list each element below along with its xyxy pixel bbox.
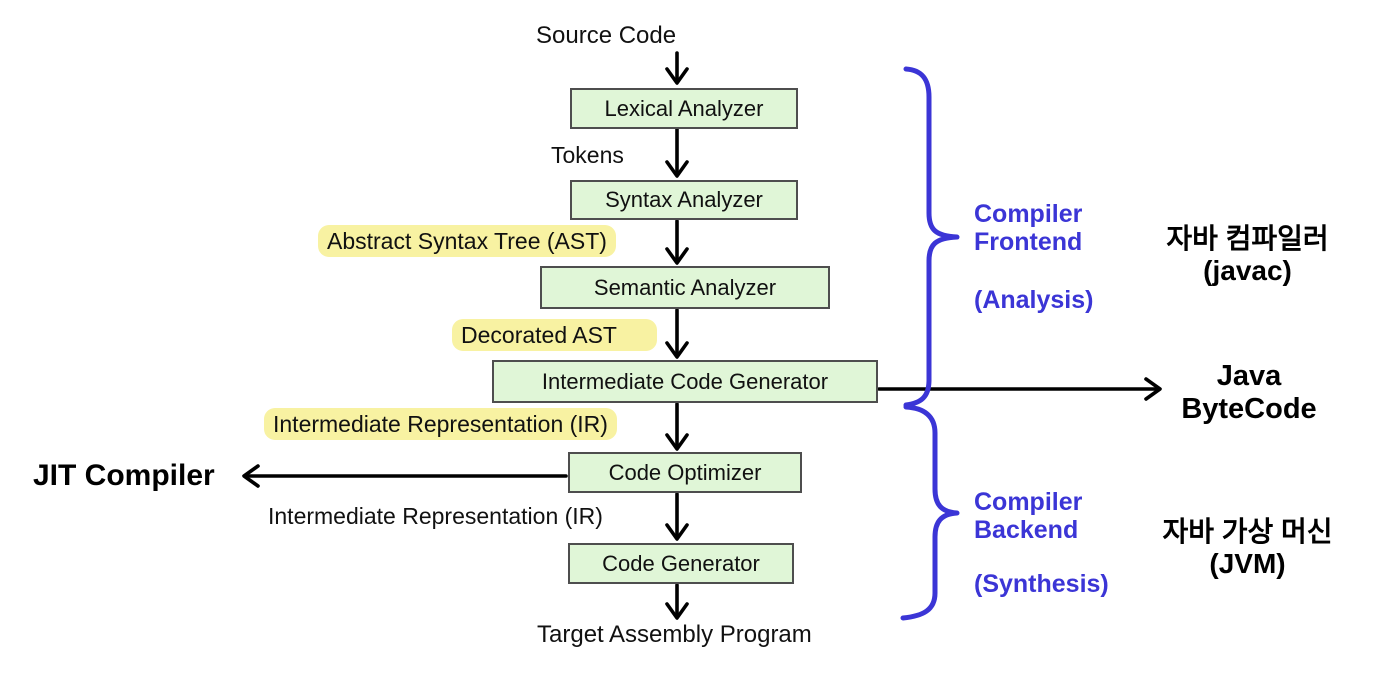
javac-line2: (javac) xyxy=(1203,255,1292,286)
node-semantic-analyzer: Semantic Analyzer xyxy=(540,266,830,309)
frontend-brace xyxy=(903,66,960,408)
jvm-line2: (JVM) xyxy=(1209,548,1286,579)
node-code-optimizer: Code Optimizer xyxy=(568,452,802,493)
backend-group-label: Compiler Backend xyxy=(974,488,1082,544)
edge-label-ir-2: Intermediate Representation (IR) xyxy=(268,503,603,529)
jit-compiler-label: JIT Compiler xyxy=(33,459,215,492)
backend-line2: Backend xyxy=(974,516,1079,544)
javac-line1: 자바 컴파일러 xyxy=(1166,223,1329,254)
edge-label-decorated-ast: Decorated AST xyxy=(452,319,657,351)
edge-label-tokens: Tokens xyxy=(551,142,624,168)
arrowhead-source-to-lexical xyxy=(665,67,689,85)
java-bytecode-line1: Java xyxy=(1216,360,1282,392)
arrowhead-optimizer-to-generator xyxy=(665,523,689,541)
backend-synthesis-label: (Synthesis) xyxy=(974,570,1109,598)
java-bytecode-label: Java ByteCode xyxy=(1163,360,1335,426)
backend-line1: Compiler xyxy=(974,488,1083,516)
node-syntax-analyzer: Syntax Analyzer xyxy=(570,180,798,220)
arrowhead-icg-to-optimizer xyxy=(665,433,689,451)
jvm-annotation: 자바 가상 머신 (JVM) xyxy=(1135,516,1360,580)
node-label: Lexical Analyzer xyxy=(604,95,764,121)
arrowhead-syntax-to-semantic xyxy=(665,247,689,265)
target-assembly-label: Target Assembly Program xyxy=(537,621,812,648)
node-lexical-analyzer: Lexical Analyzer xyxy=(570,88,798,129)
frontend-analysis-label: (Analysis) xyxy=(974,286,1094,314)
arrowhead-generator-to-target xyxy=(665,602,689,620)
frontend-group-label: Compiler Frontend xyxy=(974,200,1082,256)
node-label: Syntax Analyzer xyxy=(605,187,763,212)
node-label: Semantic Analyzer xyxy=(593,274,777,300)
arrowhead-lexical-to-syntax xyxy=(665,160,689,178)
arrowhead-icg-to-bytecode xyxy=(1144,377,1162,401)
javac-annotation: 자바 컴파일러 (javac) xyxy=(1135,223,1360,287)
arrowhead-optimizer-to-jit xyxy=(242,464,260,488)
frontend-line1: Compiler xyxy=(974,200,1083,228)
arrowhead-semantic-to-icg xyxy=(665,341,689,359)
backend-brace xyxy=(900,404,960,621)
node-label: Code Optimizer xyxy=(608,459,762,485)
edge-label-ast: Abstract Syntax Tree (AST) xyxy=(318,225,616,257)
jvm-line1: 자바 가상 머신 xyxy=(1162,516,1333,547)
node-code-generator: Code Generator xyxy=(568,543,794,584)
frontend-line2: Frontend xyxy=(974,228,1083,256)
node-intermediate-code-generator: Intermediate Code Generator xyxy=(492,360,878,403)
source-code-label: Source Code xyxy=(536,22,677,49)
node-label: Code Generator xyxy=(602,550,760,576)
java-bytecode-line2: ByteCode xyxy=(1181,393,1317,425)
node-label: Intermediate Code Generator xyxy=(541,368,829,394)
edge-label-ir-1: Intermediate Representation (IR) xyxy=(264,408,617,440)
